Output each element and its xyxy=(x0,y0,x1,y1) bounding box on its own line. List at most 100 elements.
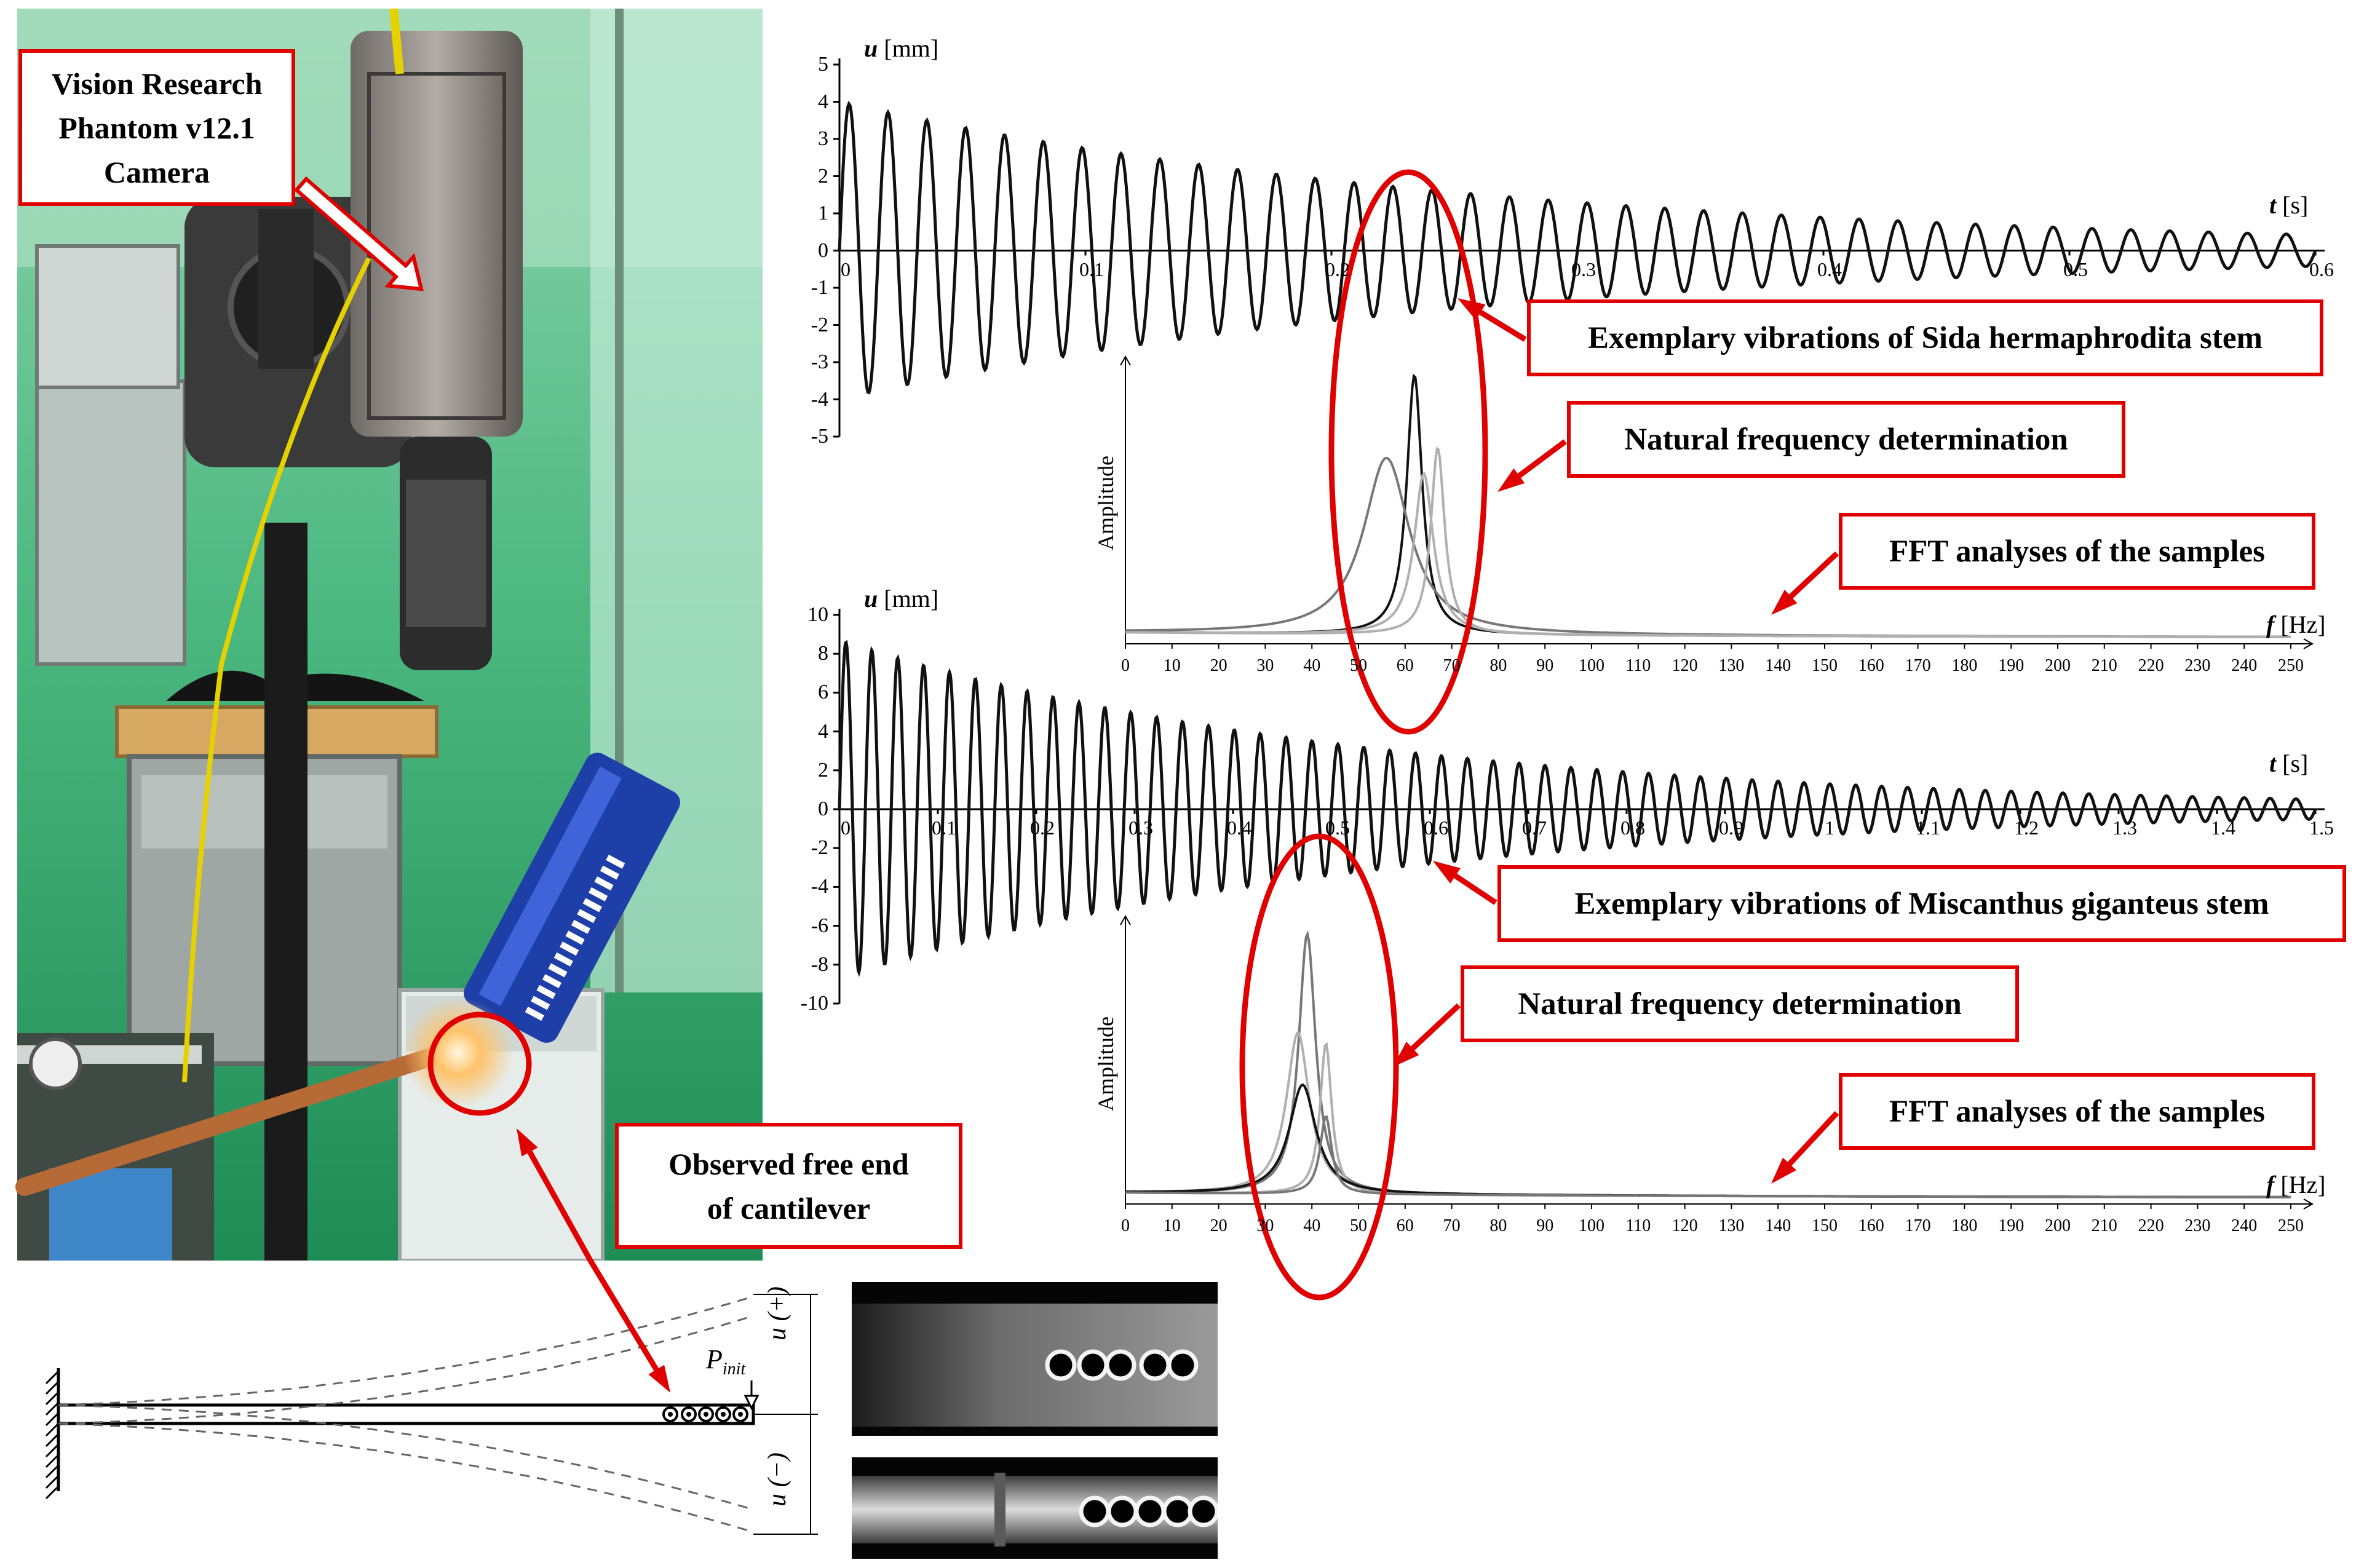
sida_fft-xtick-label: 200 xyxy=(2045,656,2071,675)
tripod-pole xyxy=(264,523,307,1261)
sida_fft-xtick-label: 130 xyxy=(1718,656,1745,675)
miscanthus_fft-xtick-label: 90 xyxy=(1536,1216,1554,1235)
camera-arrow xyxy=(293,176,424,291)
sida_fft-xtick-label: 50 xyxy=(1350,656,1367,675)
fft-callout-2: FFT analyses of the samples xyxy=(1839,1073,2315,1150)
marker-dot-center xyxy=(738,1412,743,1417)
deflected-beam-up xyxy=(58,1296,751,1406)
sida_fft-xtick-label: 250 xyxy=(2278,656,2304,675)
miscanthus_fft-xtick-label: 10 xyxy=(1163,1216,1181,1235)
fft-callout-1: FFT analyses of the samples xyxy=(1839,513,2315,590)
natfreq-arrow-1 xyxy=(1517,439,1567,478)
sida_fft-xtick-label: 170 xyxy=(1905,656,1931,675)
natfreq-ellipse-1 xyxy=(1328,169,1488,735)
miscanthus_time-xtick-label: 0.8 xyxy=(1620,817,1645,839)
miscanthus_fft-xtick-label: 100 xyxy=(1579,1216,1604,1235)
wall-hatch xyxy=(45,1464,60,1479)
sida_fft-ylabel: Amplitude xyxy=(1093,456,1118,550)
specimen-photo-sida xyxy=(852,1282,1218,1436)
miscanthus_fft-y-arrow xyxy=(1120,914,1131,925)
curves-layer xyxy=(838,100,2317,1198)
marker-dot-center xyxy=(704,1412,708,1417)
sida_fft-xtick-label: 240 xyxy=(2231,656,2258,675)
sida_time-ytick-label: 1 xyxy=(818,202,828,224)
miscanthus_time-ytick-label: 2 xyxy=(818,758,828,782)
miscanthus_time-xtick-label: 1.4 xyxy=(2211,817,2235,839)
miscanthus_fft-xtick-label: 230 xyxy=(2184,1216,2211,1235)
fft-arrow-2 xyxy=(1787,1111,1839,1166)
sida_fft-y-arrow xyxy=(1120,355,1131,366)
sida_fft-xtick-label: 30 xyxy=(1256,656,1274,675)
sida_fft-xtick-label: 190 xyxy=(1998,656,2025,675)
sida_fft-xtick-label: 10 xyxy=(1163,656,1181,675)
camera-callout-line-1: Vision Research xyxy=(51,66,263,101)
miscanthus_time-xtick-label: 1.5 xyxy=(2309,817,2334,839)
miscanthus_time-ytick-label: 10 xyxy=(807,603,828,626)
miscanthus_fft-xtick-label: 160 xyxy=(1858,1216,1884,1235)
sida_fft-x-arrow xyxy=(2303,638,2314,649)
miscanthus_time-ytick-label: -6 xyxy=(811,914,828,937)
miscanthus-arrow xyxy=(1454,873,1497,905)
fft-label-2: FFT analyses of the samples xyxy=(1889,1094,2266,1129)
marker-dot-center xyxy=(668,1412,673,1417)
wall-hatch xyxy=(45,1370,60,1385)
miscanthus_fft-xtick-label: 70 xyxy=(1443,1216,1461,1235)
sida_time-xtick-label: 0 xyxy=(841,258,851,280)
miscanthus_time-xtick-label: 0.9 xyxy=(1719,817,1743,839)
deflected-beam-up-edge xyxy=(58,1315,754,1425)
load-label-main: P xyxy=(706,1344,723,1374)
miscanthus_fft-xtick-label: 240 xyxy=(2231,1216,2258,1235)
free-end-arrow-up-head xyxy=(517,1128,538,1157)
miscanthus_time-ytick-label: -8 xyxy=(811,952,828,976)
wall-hatch xyxy=(45,1391,60,1406)
miscanthus_time-xtick-label: 0.7 xyxy=(1522,817,1547,839)
camera-callout: Vision Research Phantom v12.1 Camera xyxy=(18,49,295,206)
miscanthus-vibration-label: Exemplary vibrations of Miscanthus gigan… xyxy=(1574,886,2269,921)
miscanthus_fft-xtick-label: 50 xyxy=(1350,1216,1367,1235)
miscanthus_time-xtick-label: 1.2 xyxy=(2014,817,2039,839)
yellow-cable xyxy=(182,257,371,1083)
wall-hatch xyxy=(45,1412,60,1427)
miscanthus_time-xtick-label: 0.3 xyxy=(1128,817,1153,839)
sida_time-ytick-label: 0 xyxy=(818,239,828,262)
miscanthus_fft-series-4 xyxy=(1125,1115,2291,1198)
fft-arrow-1 xyxy=(1789,551,1839,599)
sida_fft-xtick-label: 40 xyxy=(1303,656,1321,675)
marker-dot-center xyxy=(686,1412,691,1417)
sida_fft-xtick-label: 140 xyxy=(1765,656,1791,675)
lab-cabinet xyxy=(35,379,186,666)
miscanthus_time-xtick-label: 0.2 xyxy=(1030,817,1055,839)
miscanthus_fft-xtick-label: 250 xyxy=(2278,1216,2304,1235)
sida_time-xtick-label: 0.2 xyxy=(1325,258,1350,280)
miscanthus_fft-x-arrow xyxy=(2303,1198,2314,1210)
sida_time-xtick-label: 0.4 xyxy=(1817,258,1842,280)
sida_time-ylabel: u [mm] xyxy=(864,34,939,62)
beam-diagram xyxy=(45,1294,818,1535)
miscanthus_fft-xtick-label: 170 xyxy=(1905,1216,1931,1235)
miscanthus_time-ytick-label: -4 xyxy=(811,875,828,898)
natfreq-ellipse-2 xyxy=(1239,833,1399,1301)
axes-layer xyxy=(833,58,2325,1210)
sida_fft-xtick-label: 220 xyxy=(2138,656,2164,675)
natfreq-label-1: Natural frequency determination xyxy=(1624,422,2068,457)
miscanthus-arrow-head xyxy=(1433,861,1461,884)
free-end-arrow-down xyxy=(588,1259,659,1371)
miscanthus_time-ytick-label: 6 xyxy=(818,681,828,704)
natfreq-arrow-1-head xyxy=(1497,468,1525,492)
miscanthus_fft-xtick-label: 40 xyxy=(1303,1216,1321,1235)
sida_fft-xtick-label: 60 xyxy=(1396,656,1414,675)
free-end-arrow-up xyxy=(527,1150,593,1262)
sida_time-ytick-label: -1 xyxy=(811,276,828,299)
sida_time-ytick-label: 4 xyxy=(818,90,828,113)
camera-callout-line-2: Phantom v12.1 xyxy=(58,110,255,145)
sida_fft-xtick-label: 70 xyxy=(1443,656,1461,675)
free-end-callout-line-1: Observed free end xyxy=(668,1146,909,1181)
cantilever-stem xyxy=(15,1036,477,1196)
sida_time-ytick-label: -3 xyxy=(811,350,828,373)
miscanthus_fft-xtick-label: 140 xyxy=(1765,1216,1791,1235)
sida_fft-xtick-label: 210 xyxy=(2091,656,2117,675)
wall-hatch xyxy=(45,1454,60,1468)
miscanthus_fft-xtick-label: 130 xyxy=(1718,1216,1745,1235)
miscanthus_time-ytick-label: 0 xyxy=(818,798,828,820)
